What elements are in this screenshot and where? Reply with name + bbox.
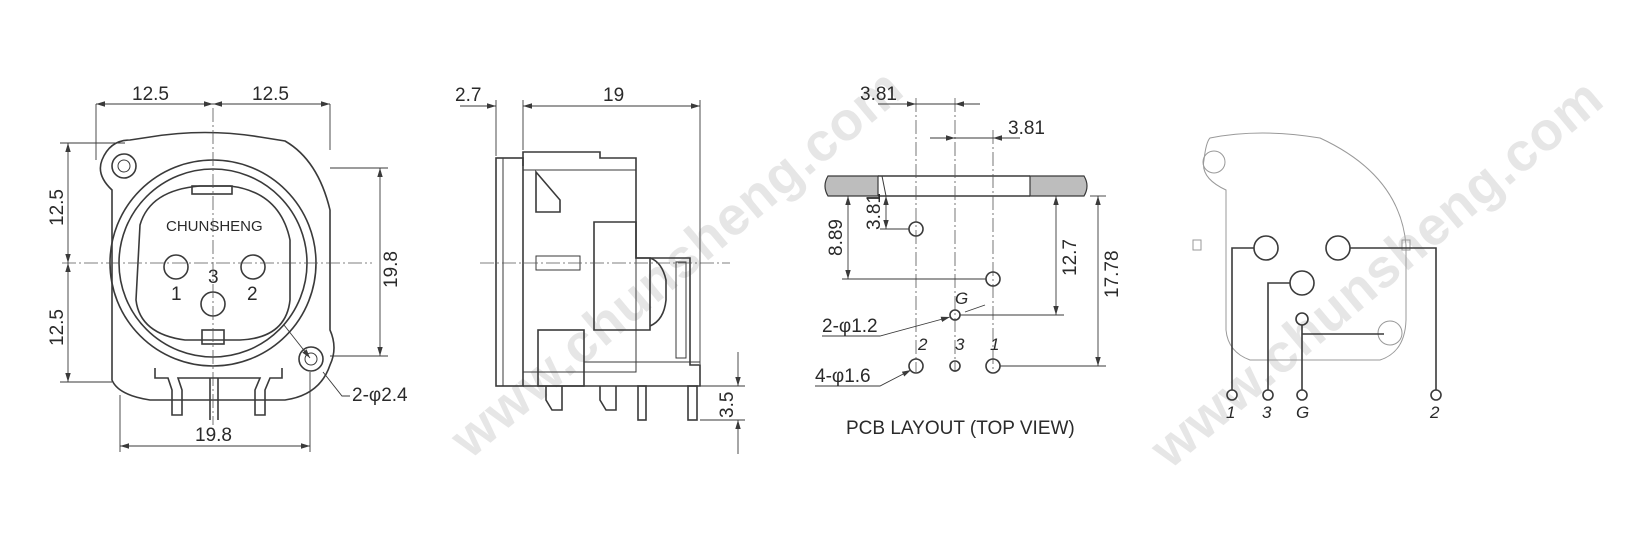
dim-flange: 2.7: [455, 85, 481, 106]
dim-left-lower: 12.5: [47, 309, 68, 346]
front-pin-3: 3: [208, 267, 219, 288]
brand-label: CHUNSHENG: [166, 218, 263, 235]
dim-vertical-small: 3.81: [864, 193, 885, 230]
watermark-2: www.chunsheng.com: [1138, 67, 1614, 480]
dim-right-spacing: 3.81: [1008, 118, 1045, 139]
callout-small-holes: 2-φ1.2: [822, 316, 878, 337]
dim-pin-length: 3.5: [717, 392, 738, 418]
wire-label-3: 3: [1262, 403, 1272, 422]
pcb-hole-3: [949, 360, 961, 372]
pcb-label-1: 1: [990, 335, 999, 354]
wire-label-1: 1: [1226, 403, 1235, 422]
dim-left-height: 8.89: [826, 219, 847, 256]
callout-large-holes: 4-φ1.6: [815, 366, 871, 387]
wiring-view: 1 3 G 2: [1192, 132, 1442, 422]
pcb-label-3: 3: [955, 335, 965, 354]
wire-label-2: 2: [1429, 403, 1440, 422]
dim-mid-height: 12.7: [1060, 239, 1081, 276]
dim-bottom-width: 19.8: [195, 425, 232, 446]
pcb-label-g: G: [955, 289, 968, 308]
side-view: 2.7 19 3.5: [455, 85, 745, 454]
dim-left-upper: 12.5: [47, 189, 68, 226]
dim-top-right: 12.5: [252, 84, 289, 105]
dim-right-height-pcb: 17.78: [1102, 250, 1123, 298]
dim-top-left: 12.5: [132, 84, 169, 105]
pcb-hole-2: [908, 358, 924, 374]
pcb-layout: 3.81 3.81 3.81 8.89 12.7 17.78 2-φ1.2 4-…: [815, 84, 1123, 439]
front-pin-2: 2: [247, 284, 258, 305]
dim-depth: 19: [603, 85, 624, 106]
dim-top-spacing: 3.81: [860, 84, 897, 105]
wire-label-g: G: [1296, 403, 1309, 422]
dim-hole-callout: 2-φ2.4: [352, 385, 408, 406]
dim-right-height: 19.8: [381, 251, 402, 288]
pcb-caption: PCB LAYOUT (TOP VIEW): [846, 418, 1075, 439]
pcb-label-2: 2: [917, 335, 928, 354]
front-view: CHUNSHENG 1 3 2 12.5 12.5 12.5 12.5 19.8: [47, 84, 408, 452]
front-pin-1: 1: [171, 284, 182, 305]
